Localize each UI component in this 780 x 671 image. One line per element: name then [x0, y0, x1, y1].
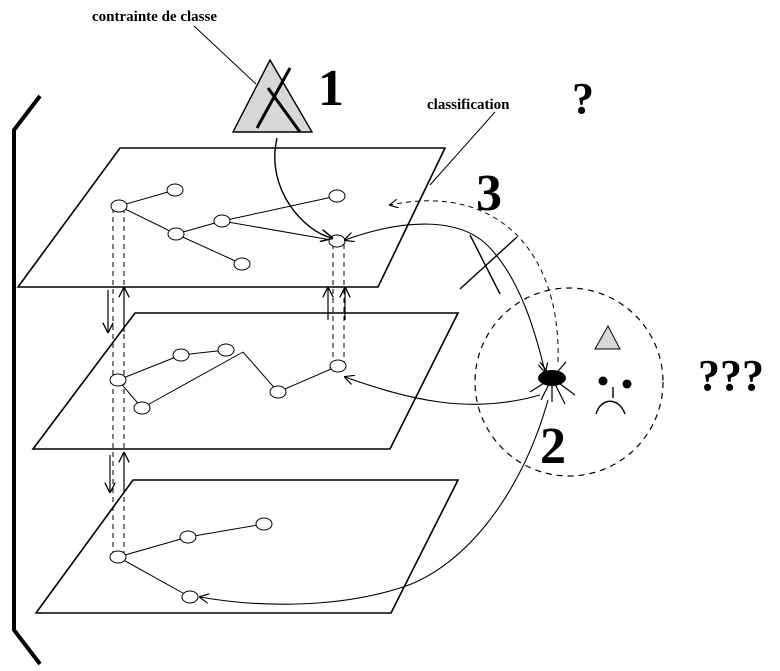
constraint-curve — [274, 137, 332, 238]
class-constraint-triangle-icon — [231, 58, 314, 133]
label-class-constraint: contrainte de classe — [92, 9, 217, 25]
graph-top — [110, 183, 346, 271]
plane-middle — [31, 312, 460, 450]
label-step-1: 1 — [318, 60, 344, 117]
label-question-single: ? — [572, 74, 594, 123]
sad-face-icon — [595, 376, 632, 415]
classification-leader — [429, 111, 496, 186]
label-classification: classification — [427, 97, 510, 113]
classification-dashed-arc — [390, 201, 559, 363]
plane-top — [16, 147, 447, 288]
rejection-cross — [459, 234, 518, 295]
dashed-region — [474, 287, 664, 477]
central-node — [529, 361, 576, 405]
label-question-triple: ??? — [698, 351, 764, 400]
class-constraint-leader — [193, 25, 257, 85]
label-step-3: 3 — [476, 165, 502, 222]
top-to-center-curve — [345, 223, 545, 372]
plane-bottom — [34, 479, 460, 614]
small-triangle-icon — [594, 324, 621, 350]
center-to-bottom-curve — [200, 399, 549, 605]
graph-bottom — [109, 517, 273, 604]
center-to-middle-curve — [345, 377, 541, 405]
label-step-2: 2 — [540, 418, 566, 475]
left-bracket — [12, 94, 42, 666]
